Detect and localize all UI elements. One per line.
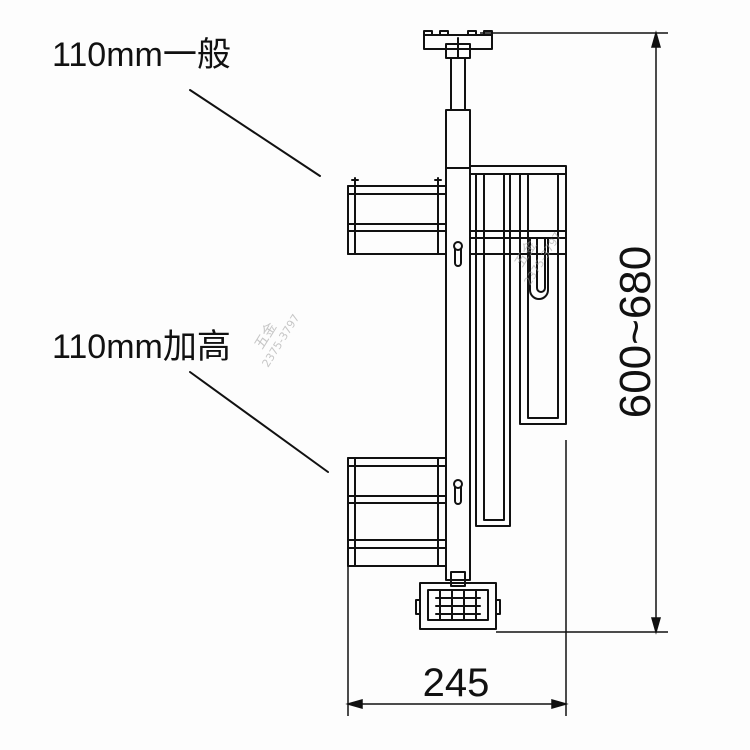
leader-line-lower xyxy=(189,371,329,473)
height-dimension-label: 600~680 xyxy=(611,246,660,419)
upper-basket xyxy=(347,177,447,255)
upper-pole xyxy=(450,57,466,111)
top-mount-cap xyxy=(423,30,493,59)
leader-line-upper xyxy=(189,89,321,177)
main-pole xyxy=(445,109,471,581)
upper-basket-label: 110mm一般 xyxy=(52,36,231,74)
bottom-mount-base xyxy=(415,571,501,630)
side-hanging-rack xyxy=(469,165,567,527)
keyhole-slot-upper xyxy=(453,241,463,267)
watermark-left: 五金 2375-3797 xyxy=(252,312,302,370)
width-dimension xyxy=(345,440,569,716)
height-dimension xyxy=(480,30,668,635)
lower-basket xyxy=(347,457,447,567)
width-dimension-label: 245 xyxy=(423,661,490,705)
keyhole-slot-lower xyxy=(453,479,463,505)
lower-basket-label: 110mm加高 xyxy=(52,328,231,366)
